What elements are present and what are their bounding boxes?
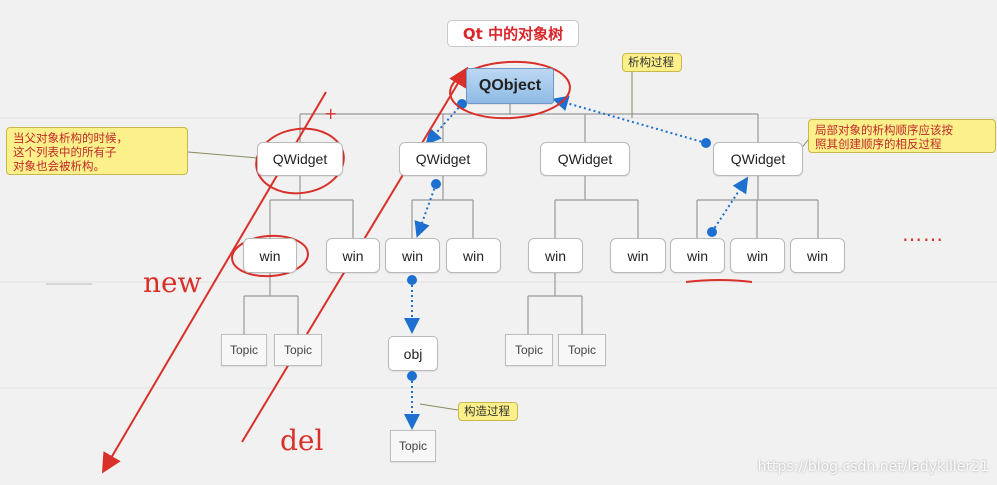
- diagram-title: Qt 中的对象树: [447, 20, 579, 47]
- node-win-3: win: [385, 238, 440, 273]
- node-topic-1: Topic: [221, 334, 267, 366]
- blue-dots: [407, 99, 717, 381]
- node-qwidget-1: QWidget: [257, 142, 343, 176]
- node-win-4: win: [446, 238, 501, 273]
- node-obj: obj: [388, 336, 438, 371]
- node-topic-2: Topic: [274, 334, 322, 366]
- node-topic-5: Topic: [390, 430, 436, 462]
- node-topic-3: Topic: [505, 334, 553, 366]
- node-qwidget-2: QWidget: [399, 142, 487, 176]
- node-qobject: QObject: [466, 68, 554, 104]
- watermark: https://blog.csdn.net/ladykiller21: [757, 459, 989, 475]
- node-qwidget-3: QWidget: [540, 142, 630, 176]
- node-win-8: win: [730, 238, 785, 273]
- callout-parent-destruct: 当父对象析构的时候， 这个列表中的所有子 对象也会被析构。: [6, 127, 188, 175]
- tree-connectors: [243, 104, 819, 334]
- node-win-1: win: [243, 238, 297, 273]
- annotation-plus: +: [324, 104, 338, 123]
- node-win-6: win: [610, 238, 666, 273]
- annotation-del: del: [280, 424, 324, 457]
- node-win-7: win: [670, 238, 725, 273]
- callout-construct-process: 构造过程: [458, 402, 518, 421]
- blue-dotted-arrows: [404, 95, 749, 430]
- node-win-2: win: [326, 238, 380, 273]
- annotation-new: new: [143, 266, 202, 299]
- node-qwidget-4: QWidget: [713, 142, 803, 176]
- node-win-5: win: [528, 238, 583, 273]
- callout-local-destruct-order: 局部对象的析构顺序应该按 照其创建顺序的相反过程: [808, 119, 996, 153]
- node-win-9: win: [790, 238, 845, 273]
- callout-destruct-process: 析构过程: [622, 53, 682, 72]
- annotation-ellipsis: ……: [902, 222, 944, 246]
- node-topic-4: Topic: [558, 334, 606, 366]
